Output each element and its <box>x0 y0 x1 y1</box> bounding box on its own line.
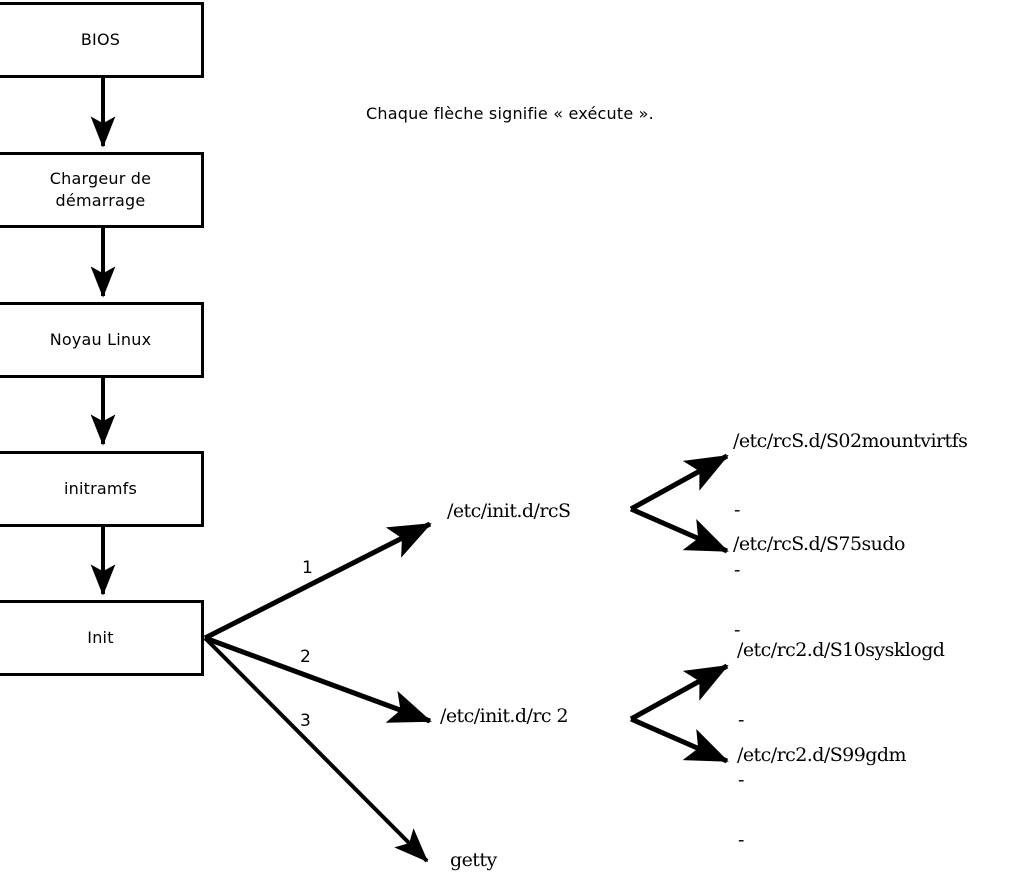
edge-number-1: 1 <box>302 558 313 578</box>
rc2-ellipsis-dash-3: - <box>738 829 745 851</box>
rc2-ellipsis: - - - <box>738 670 762 875</box>
edge-number-2: 2 <box>300 647 311 667</box>
node-initramfs: initramfs <box>0 451 204 527</box>
edge-number-3: 3 <box>300 711 311 731</box>
diagram-caption: Chaque flèche signifie « exécute ». <box>366 104 654 123</box>
arrow-rcs-to-first <box>629 453 729 512</box>
node-init: Init <box>0 600 204 676</box>
label-rcs-d-s75sudo: /etc/rcS.d/S75sudo <box>733 533 905 555</box>
arrow-rc2-to-last <box>629 716 729 764</box>
node-bootloader: Chargeur de démarrage <box>0 152 204 228</box>
arrow-init-to-getty <box>203 636 429 863</box>
rcs-ellipsis-dash-2: - <box>734 559 741 581</box>
rc2-ellipsis-dash-2: - <box>738 769 745 791</box>
node-init-label: Init <box>87 628 114 647</box>
rc2-ellipsis-dash-1: - <box>738 709 745 731</box>
arrow-init-to-rcs <box>203 521 432 641</box>
arrow-rcs-to-last <box>629 506 729 554</box>
label-getty: getty <box>450 849 497 871</box>
node-kernel: Noyau Linux <box>0 302 204 378</box>
node-bootloader-label-line2: démarrage <box>55 191 146 210</box>
label-init-d-rcs: /etc/init.d/rcS <box>447 500 571 522</box>
arrow-init-to-rc2 <box>204 635 432 724</box>
rcs-ellipsis-dash-3: - <box>734 619 741 641</box>
node-bootloader-label-line1: Chargeur de <box>49 169 152 188</box>
node-bootloader-label: Chargeur de démarrage <box>50 168 151 212</box>
rcs-ellipsis: - - - <box>734 460 758 680</box>
node-bios: BIOS <box>0 2 204 78</box>
node-initramfs-label: initramfs <box>63 479 138 498</box>
rcs-ellipsis-dash-1: - <box>734 499 741 521</box>
node-bios-label: BIOS <box>80 30 121 49</box>
label-rc2-d-s99gdm: /etc/rc2.d/S99gdm <box>737 744 906 766</box>
label-rcs-d-s02mountvirtfs: /etc/rcS.d/S02mountvirtfs <box>733 430 968 452</box>
node-kernel-label: Noyau Linux <box>49 330 152 349</box>
arrow-rc2-to-first <box>629 663 729 722</box>
label-rc2-d-s10sysklogd: /etc/rc2.d/S10sysklogd <box>737 639 945 661</box>
label-init-d-rc2: /etc/init.d/rc 2 <box>440 705 569 727</box>
